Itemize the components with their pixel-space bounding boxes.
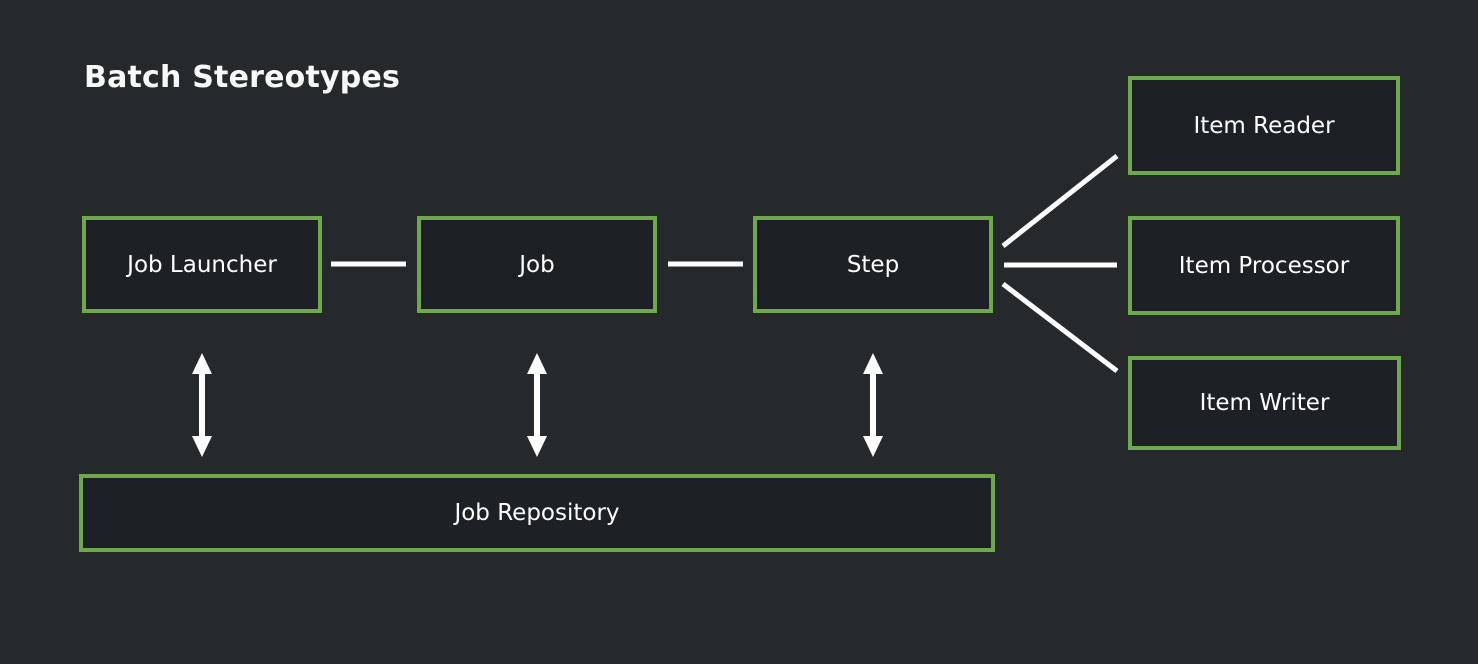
node-job-label: Job: [519, 251, 555, 278]
node-job-repository-label: Job Repository: [454, 500, 620, 526]
node-job-launcher-label: Job Launcher: [127, 251, 277, 278]
double-arrow-job-repository: [527, 353, 547, 457]
node-step-label: Step: [846, 251, 900, 278]
node-job-launcher: Job Launcher: [82, 216, 322, 313]
node-item-writer: Item Writer: [1128, 356, 1401, 450]
node-job-repository: Job Repository: [79, 474, 995, 552]
node-item-reader-label: Item Reader: [1193, 112, 1335, 139]
node-item-writer-label: Item Writer: [1199, 390, 1330, 416]
double-arrow-job-launcher-repository: [192, 353, 212, 457]
node-item-processor-label: Item Processor: [1178, 252, 1350, 279]
connector-step-item-reader: [1001, 154, 1119, 248]
node-item-processor: Item Processor: [1128, 216, 1400, 315]
connector-step-item-writer: [1001, 282, 1119, 373]
node-item-reader: Item Reader: [1128, 76, 1400, 175]
node-job: Job: [417, 216, 657, 313]
diagram-title: Batch Stereotypes: [84, 60, 401, 95]
node-step: Step: [753, 216, 993, 313]
double-arrow-step-repository: [863, 353, 883, 457]
